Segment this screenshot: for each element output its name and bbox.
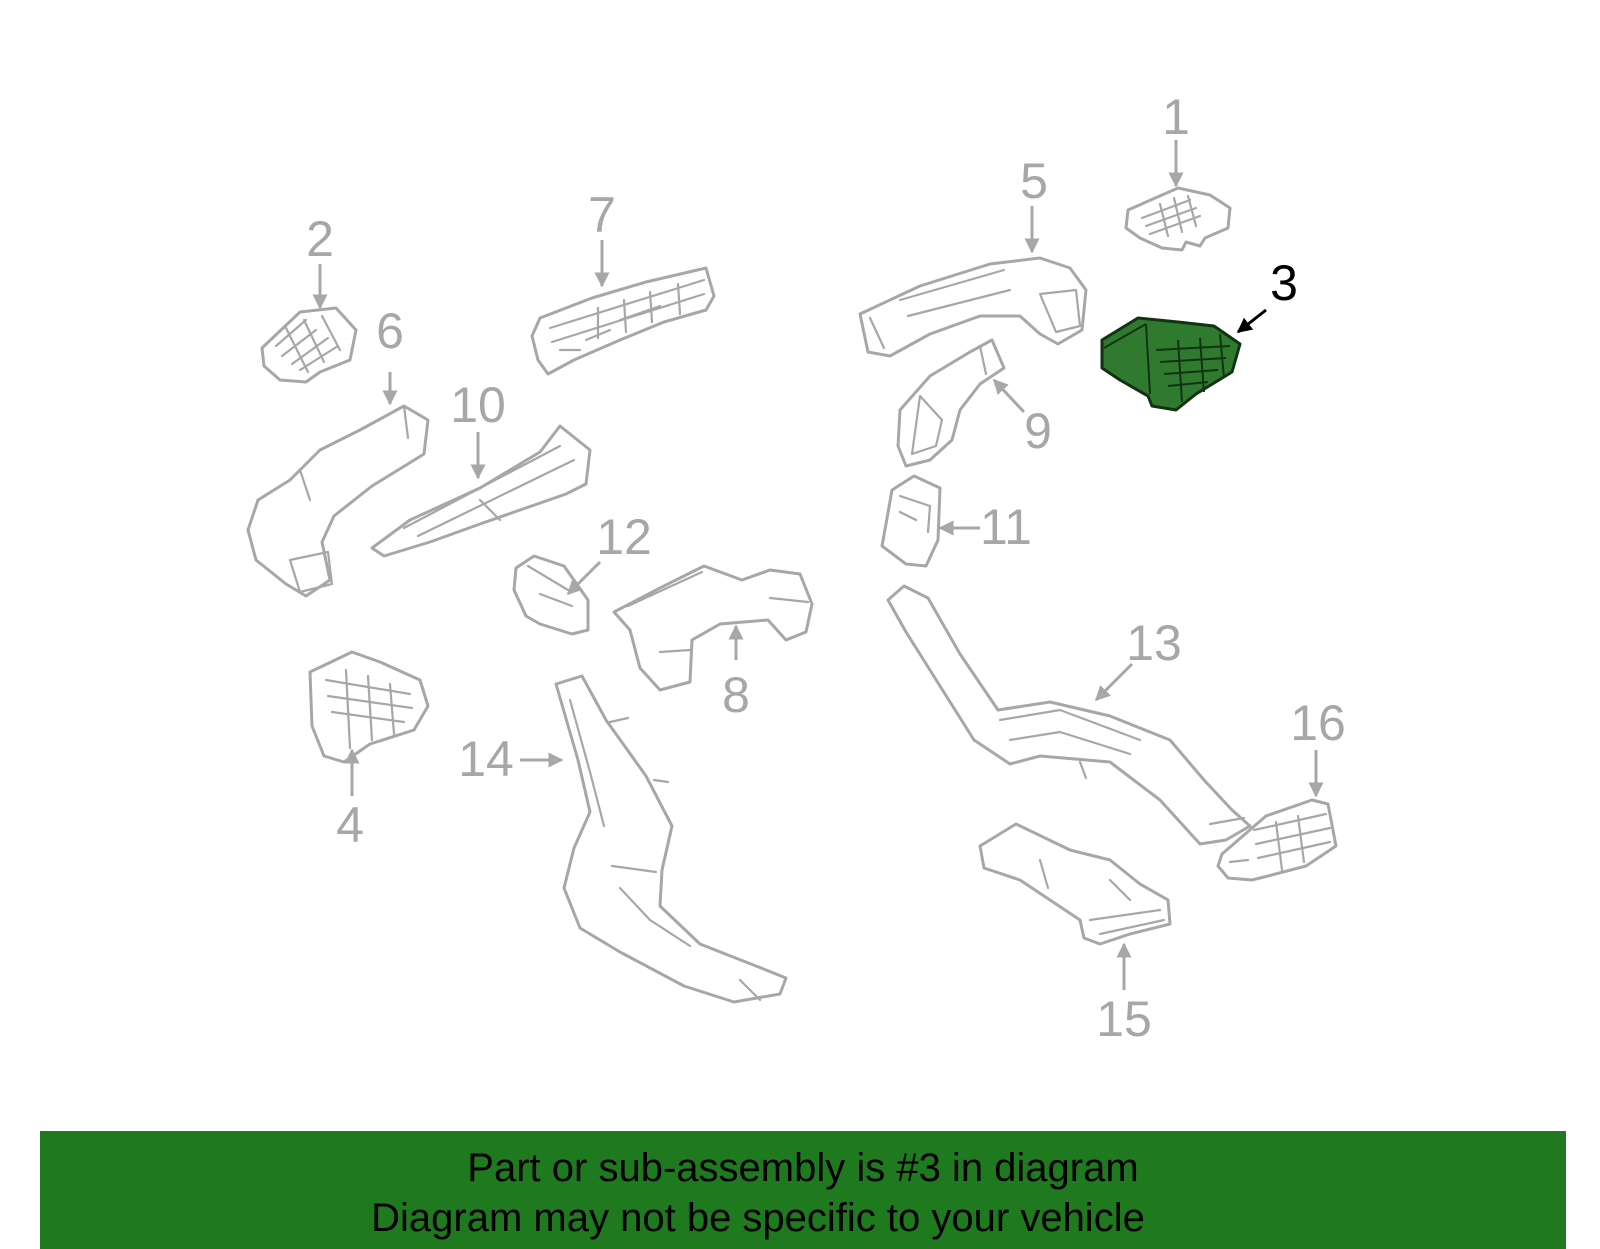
callout-8: 8: [722, 667, 750, 723]
callout-4: 4: [336, 797, 364, 853]
part-8-duct: [612, 564, 814, 692]
leader-13: [1094, 662, 1134, 702]
callout-labels: 1 2 3 4 5 6 7 8 9 10 11 12 13 14 15 16: [306, 89, 1346, 1047]
part-5-duct: [858, 256, 1088, 358]
part-2-vent: [260, 306, 358, 384]
part-1-vent-grille: [1124, 186, 1232, 252]
part-10-long-duct: [370, 424, 592, 558]
part-16-vent: [1216, 798, 1338, 882]
part-11-small-part: [880, 474, 942, 568]
part-3-highlighted-vent: [1100, 316, 1242, 412]
callout-7: 7: [588, 187, 616, 243]
callout-13: 13: [1126, 615, 1182, 671]
callout-16: 16: [1290, 695, 1346, 751]
part-15-duct: [978, 822, 1172, 946]
leader-arrows: [312, 140, 1324, 990]
footer-line-part-number: Part or sub-assembly is #3 in diagram: [467, 1146, 1139, 1190]
part-4-vent: [308, 650, 430, 764]
callout-5: 5: [1020, 153, 1048, 209]
callout-12: 12: [596, 509, 652, 565]
part-12-duct-piece: [512, 554, 590, 636]
leader-9: [992, 378, 1026, 414]
part-6-curved-duct: [246, 404, 430, 598]
leader-12: [566, 560, 602, 596]
callout-6: 6: [376, 303, 404, 359]
leader-3: [1236, 308, 1267, 334]
callout-15: 15: [1096, 991, 1152, 1047]
footer-line-disclaimer: Diagram may not be specific to your vehi…: [371, 1196, 1145, 1240]
callout-14: 14: [458, 731, 514, 787]
callout-2: 2: [306, 211, 334, 267]
part-7-vent-duct: [530, 266, 716, 376]
callout-9: 9: [1024, 403, 1052, 459]
part-13-long-duct: [886, 584, 1252, 846]
callout-10: 10: [450, 377, 506, 433]
part-14-long-duct: [554, 674, 788, 1004]
part-9-bracket-duct: [896, 338, 1006, 468]
callout-11: 11: [980, 499, 1032, 555]
callout-3: 3: [1270, 255, 1298, 311]
footer-banner: Part or sub-assembly is #3 in diagram Di…: [40, 1131, 1566, 1249]
callout-1: 1: [1162, 89, 1190, 145]
